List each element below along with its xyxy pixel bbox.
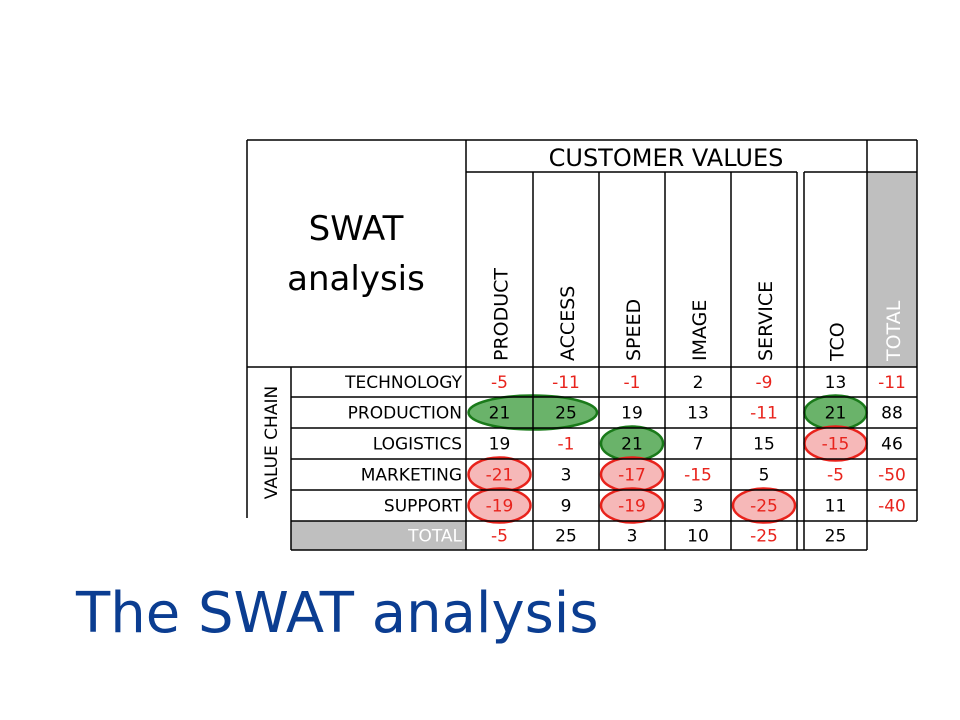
column-total-cell: 10 [687,527,709,547]
table-cell: 2 [693,373,704,393]
column-header: SERVICE [755,281,777,361]
table-cell: 3 [561,466,572,486]
table-cell: -5 [491,373,508,393]
column-total-cell: -5 [491,527,508,547]
tco-cell: -5 [827,466,844,486]
table-cell: 13 [687,404,709,424]
total-cell: 88 [881,404,903,424]
row-label: LOGISTICS [373,435,462,455]
table-cell: 21 [489,404,511,424]
row-label: PRODUCTION [348,404,462,424]
row-label: TECHNOLOGY [344,373,462,393]
table-cell: -19 [618,497,646,517]
table-cell: -15 [684,466,712,486]
table-cell: 3 [693,497,704,517]
total-cell: 46 [881,435,903,455]
total-row-label: TOTAL [407,527,462,547]
row-label: MARKETING [361,466,462,486]
table-cell: -17 [618,466,646,486]
swat-title-line2: analysis [287,259,425,299]
column-header: IMAGE [689,300,711,361]
table-cell: -19 [486,497,514,517]
table-cell: -1 [558,435,575,455]
table-cell: -25 [750,497,778,517]
column-header: SPEED [623,299,645,361]
swat-title-line1: SWAT [309,209,404,249]
table-cell: -11 [750,404,778,424]
column-header: PRODUCT [491,268,513,361]
table-cell: 7 [693,435,704,455]
column-total-cell: 3 [627,527,638,547]
total-row-label-fill [291,521,466,550]
customer-values-header: CUSTOMER VALUES [549,144,784,172]
table-cell: 15 [753,435,775,455]
total-cell: -11 [878,373,906,393]
total-cell: -50 [878,466,906,486]
tco-column-header: TCO [827,322,849,362]
tco-cell: 11 [825,497,847,517]
weakness-highlight [599,487,665,524]
weakness-highlight [467,487,532,524]
total-column-header-fill [867,172,917,367]
value-chain-label: VALUE CHAIN [262,386,282,499]
table-cell: 21 [621,435,643,455]
table-cell: 19 [489,435,511,455]
column-header: ACCESS [557,286,579,361]
row-label: SUPPORT [384,497,463,517]
table-cell: 9 [561,497,572,517]
table-cell: -1 [624,373,641,393]
weakness-highlight [731,487,797,524]
table-cell: -11 [552,373,580,393]
table-cell: 25 [555,404,577,424]
tco-total-cell: 25 [825,527,847,547]
column-total-cell: -25 [750,527,778,547]
table-cell: -21 [486,466,514,486]
column-total-cell: 25 [555,527,577,547]
table-cell: -9 [756,373,773,393]
total-cell: -40 [878,497,906,517]
tco-cell: -15 [822,435,850,455]
total-column-header: TOTAL [883,300,905,362]
table-cell: 5 [759,466,770,486]
table-cell: 19 [621,404,643,424]
slide-title: The SWAT analysis [76,581,599,646]
tco-cell: 13 [825,373,847,393]
tco-cell: 21 [825,404,847,424]
